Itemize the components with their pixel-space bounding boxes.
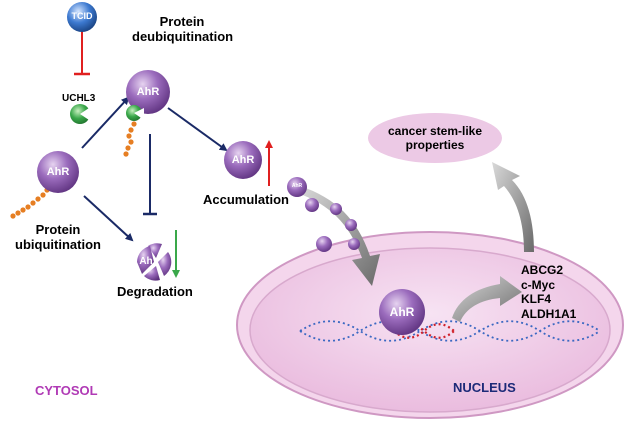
tcid-molecule [67, 2, 97, 32]
ahr-translocating-2 [305, 198, 319, 212]
ahr-degraded-label: Ah [139, 256, 153, 267]
ahr-ubiquitinated [37, 151, 79, 193]
arrow-deubiq-to-accumulation [167, 107, 228, 152]
ahr-nuclear [379, 289, 425, 335]
cytosol-label: CYTOSOL [35, 383, 98, 398]
deubiquitination-label: Protein deubiquitination [132, 14, 234, 44]
cancer-stem-line-1: cancer stem-like [387, 124, 483, 138]
ubiquitination-label: Protein ubiquitination [10, 222, 106, 252]
phenotype-arrow [492, 162, 534, 252]
transcription-arrow [452, 276, 522, 322]
ubiquitination-line-1: Protein [35, 222, 81, 237]
ahr-translocating-3 [330, 203, 342, 215]
gene-klf4: KLF4 [521, 292, 551, 306]
ahr-nuclear-label: AhR [389, 305, 415, 319]
ahr-translocating-4 [345, 219, 357, 231]
ubiquitination-line-2: ubiquitination [15, 237, 101, 252]
uchl3-enzyme-icon [70, 104, 92, 124]
accumulation-label: Accumulation [203, 192, 289, 207]
ahr-degraded-fragments [137, 243, 172, 281]
ahr-translocating-1 [287, 177, 307, 197]
cancer-stem-ellipse [368, 113, 502, 163]
arrow-ubiq-to-deubiq [81, 96, 130, 149]
ahr-deubiquitinating [126, 70, 170, 114]
nucleus-label: NUCLEUS [453, 380, 516, 395]
ahr-ubiquitinated-label: AhR [46, 166, 70, 178]
ahr-translocating-6 [348, 238, 360, 250]
ahr-accumulated [224, 141, 262, 179]
uchl3-label: UCHL3 [62, 93, 96, 104]
ahr-translocating-label: AhR [291, 183, 303, 189]
gene-aldh1a1: ALDH1A1 [521, 306, 577, 321]
deubiquitination-line-2: deubiquitination [132, 29, 234, 44]
ahr-translocating-5 [316, 236, 332, 252]
degradation-label: Degradation [117, 284, 193, 299]
nucleus-inner-membrane [249, 247, 611, 413]
tcid-label: TCID [71, 11, 93, 21]
arrow-ubiq-to-degradation [83, 195, 134, 242]
nuclear-translocation-arrow [300, 186, 380, 286]
deubiquitination-line-1: Protein [159, 14, 205, 29]
gene-cmyc: c-Myc [521, 277, 556, 292]
cancer-stem-label: cancer stem-like properties [375, 124, 495, 152]
uchl3-bound-icon [126, 105, 144, 121]
cancer-stem-line-2: properties [405, 138, 465, 152]
ahr-deubiquitinating-label: AhR [136, 86, 160, 98]
ahr-accumulated-label: AhR [231, 154, 255, 166]
target-gene-list: ABCG2 c-Myc KLF4 ALDH1A1 [521, 263, 576, 321]
gene-abcg2: ABCG2 [521, 263, 564, 277]
ubiquitin-chain-deubiq-ahr [123, 115, 139, 157]
